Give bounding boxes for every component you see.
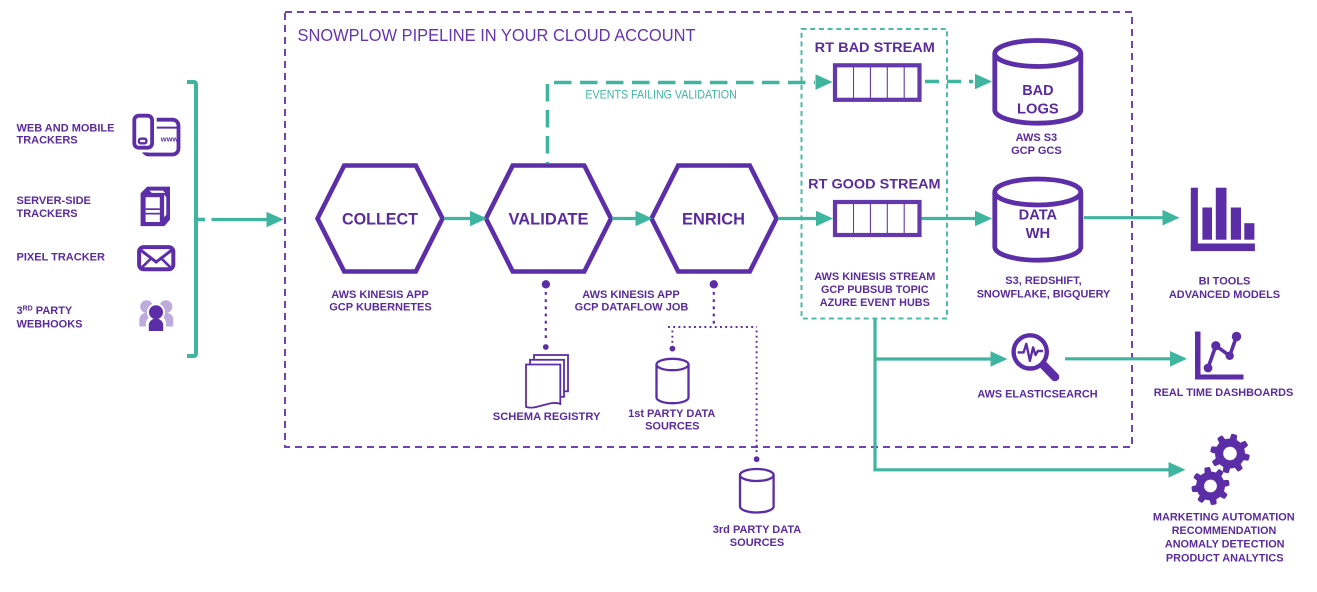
svg-text:VALIDATE: VALIDATE [509, 211, 589, 229]
svg-text:SNOWFLAKE, BIGQUERY: SNOWFLAKE, BIGQUERY [977, 289, 1111, 301]
svg-text:S3, REDSHIFT,: S3, REDSHIFT, [1005, 275, 1081, 287]
svg-text:PRODUCT ANALYTICS: PRODUCT ANALYTICS [1166, 552, 1284, 564]
svg-text:MARKETING AUTOMATION: MARKETING AUTOMATION [1153, 511, 1295, 523]
svg-text:RT BAD STREAM: RT BAD STREAM [815, 40, 935, 56]
svg-text:www: www [160, 135, 179, 144]
svg-text:TRACKERS: TRACKERS [17, 134, 78, 146]
svg-text:DATA: DATA [1019, 206, 1058, 223]
svg-text:AWS KINESIS STREAM: AWS KINESIS STREAM [814, 271, 935, 283]
svg-text:SNOWPLOW PIPELINE IN YOUR CLOU: SNOWPLOW PIPELINE IN YOUR CLOUD ACCOUNT [298, 25, 696, 45]
svg-text:COLLECT: COLLECT [342, 211, 418, 229]
svg-text:WEBHOOKS: WEBHOOKS [17, 319, 83, 331]
svg-text:GCP DATAFLOW JOB: GCP DATAFLOW JOB [575, 301, 689, 313]
svg-text:SOURCES: SOURCES [730, 537, 784, 549]
svg-text:AWS KINESIS APP: AWS KINESIS APP [582, 289, 679, 301]
svg-text:1st PARTY DATA: 1st PARTY DATA [628, 408, 715, 420]
svg-text:SERVER-SIDE: SERVER-SIDE [17, 195, 91, 207]
svg-text:RT GOOD STREAM: RT GOOD STREAM [808, 177, 940, 193]
svg-text:GCP PUBSUB TOPIC: GCP PUBSUB TOPIC [821, 284, 929, 296]
svg-text:WEB AND MOBILE: WEB AND MOBILE [17, 123, 115, 135]
svg-text:AWS ELASTICSEARCH: AWS ELASTICSEARCH [977, 389, 1097, 401]
svg-text:AWS KINESIS APP: AWS KINESIS APP [331, 289, 428, 301]
svg-text:ADVANCED MODELS: ADVANCED MODELS [1169, 289, 1280, 301]
svg-text:GCP GCS: GCP GCS [1011, 145, 1062, 157]
svg-text:3RD PARTY: 3RD PARTY [17, 305, 73, 317]
svg-text:LOGS: LOGS [1017, 101, 1059, 118]
svg-text:GCP KUBERNETES: GCP KUBERNETES [329, 301, 431, 313]
svg-text:SOURCES: SOURCES [645, 420, 699, 432]
svg-text:AZURE EVENT HUBS: AZURE EVENT HUBS [820, 297, 930, 309]
svg-text:ANOMALY DETECTION: ANOMALY DETECTION [1165, 539, 1285, 551]
svg-text:AWS S3: AWS S3 [1016, 132, 1058, 144]
svg-text:TRACKERS: TRACKERS [17, 208, 78, 220]
svg-text:ENRICH: ENRICH [682, 211, 745, 229]
svg-text:3rd PARTY DATA: 3rd PARTY DATA [713, 524, 801, 536]
svg-text:RECOMMENDATION: RECOMMENDATION [1172, 525, 1277, 537]
svg-text:REAL TIME DASHBOARDS: REAL TIME DASHBOARDS [1154, 387, 1294, 399]
svg-text:WH: WH [1026, 225, 1051, 242]
svg-text:EVENTS FAILING VALIDATION: EVENTS FAILING VALIDATION [585, 87, 736, 101]
svg-text:BI TOOLS: BI TOOLS [1199, 276, 1251, 288]
svg-text:SCHEMA REGISTRY: SCHEMA REGISTRY [493, 411, 601, 423]
svg-text:PIXEL TRACKER: PIXEL TRACKER [17, 252, 105, 264]
svg-text:BAD: BAD [1022, 82, 1053, 99]
